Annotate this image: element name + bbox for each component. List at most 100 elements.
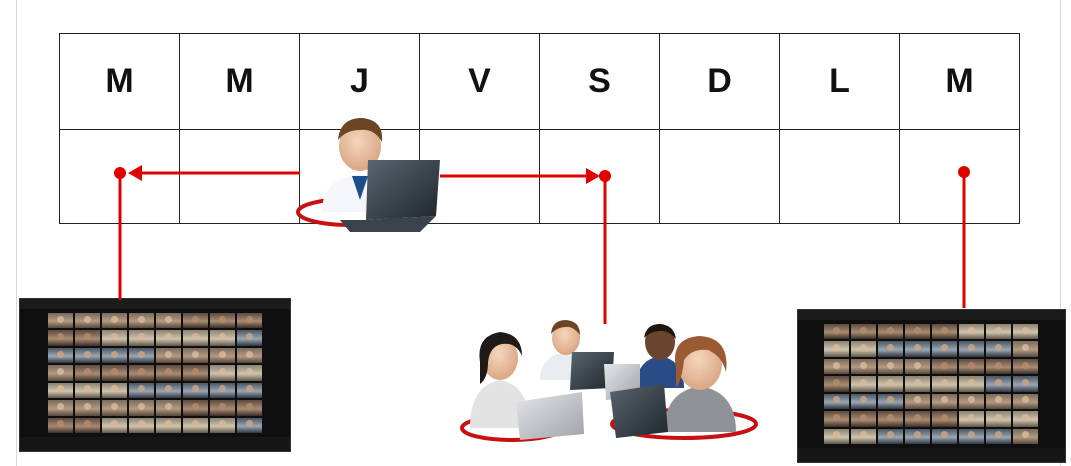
participant-video-tile bbox=[75, 382, 100, 399]
day-header-cell: M bbox=[900, 34, 1020, 130]
participant-video-tile bbox=[851, 324, 876, 340]
participant-video-tile bbox=[210, 382, 235, 399]
participant-video-tile bbox=[986, 411, 1011, 427]
participant-video-tile bbox=[237, 347, 262, 364]
connector-lines bbox=[114, 165, 970, 324]
participant-video-tile bbox=[156, 400, 181, 416]
participant-video-tile bbox=[932, 341, 957, 357]
participant-video-tile bbox=[237, 365, 262, 381]
participant-video-tile bbox=[210, 330, 235, 346]
participant-video-tile bbox=[102, 417, 127, 433]
schedule-slot-cell bbox=[180, 130, 300, 224]
participant-video-tile bbox=[932, 393, 957, 410]
participant-video-tile bbox=[183, 382, 208, 399]
participant-video-tile bbox=[129, 417, 154, 433]
participant-video-tile bbox=[851, 358, 876, 375]
participant-video-tile bbox=[905, 341, 930, 357]
group-with-laptops-icon bbox=[460, 320, 758, 442]
participant-video-tile bbox=[48, 313, 73, 329]
day-label: S bbox=[588, 62, 611, 100]
participant-video-tile bbox=[959, 376, 984, 392]
participant-video-tile bbox=[905, 411, 930, 427]
participant-video-tile bbox=[878, 393, 903, 410]
participant-video-tile bbox=[824, 393, 849, 410]
participant-video-tile bbox=[878, 376, 903, 392]
participant-video-tile bbox=[210, 347, 235, 364]
participant-video-tile bbox=[905, 324, 930, 340]
participant-video-tile bbox=[102, 347, 127, 364]
participant-video-tile bbox=[878, 358, 903, 375]
schedule-slot-cell bbox=[540, 130, 660, 224]
participant-video-tile bbox=[102, 365, 127, 381]
day-header-cell: M bbox=[60, 34, 180, 130]
participant-video-tile bbox=[129, 330, 154, 346]
participant-video-tile bbox=[183, 400, 208, 416]
participant-video-tile bbox=[905, 428, 930, 444]
participant-video-grid bbox=[824, 324, 1038, 444]
participant-video-tile bbox=[210, 313, 235, 329]
participant-video-tile bbox=[878, 428, 903, 444]
participant-video-tile bbox=[102, 382, 127, 399]
participant-video-tile bbox=[75, 347, 100, 364]
participant-video-tile bbox=[1013, 393, 1038, 410]
participant-video-tile bbox=[237, 400, 262, 416]
participant-video-tile bbox=[824, 428, 849, 444]
participant-video-tile bbox=[932, 411, 957, 427]
participant-video-tile bbox=[878, 341, 903, 357]
arrow-left-head bbox=[128, 165, 142, 181]
participant-video-tile bbox=[1013, 428, 1038, 444]
participant-video-tile bbox=[237, 382, 262, 399]
participant-video-tile bbox=[824, 324, 849, 340]
participant-video-tile bbox=[824, 411, 849, 427]
weekday-schedule-table: M M J V S D L M bbox=[59, 33, 1020, 224]
participant-video-tile bbox=[75, 400, 100, 416]
day-label: M bbox=[105, 62, 134, 100]
left-video-call-screen bbox=[19, 298, 291, 452]
participant-video-tile bbox=[48, 417, 73, 433]
participant-video-tile bbox=[932, 428, 957, 444]
meeting-control-bar bbox=[798, 448, 1065, 462]
day-label: L bbox=[829, 62, 850, 100]
participant-video-tile bbox=[932, 358, 957, 375]
participant-video-tile bbox=[48, 365, 73, 381]
screen-title-bar bbox=[798, 310, 1065, 320]
participant-video-tile bbox=[959, 428, 984, 444]
participant-video-tile bbox=[183, 365, 208, 381]
participant-video-tile bbox=[183, 313, 208, 329]
screen-title-bar bbox=[20, 299, 290, 309]
participant-video-tile bbox=[156, 417, 181, 433]
day-header-cell: M bbox=[180, 34, 300, 130]
participant-video-tile bbox=[48, 347, 73, 364]
participant-video-tile bbox=[156, 365, 181, 381]
participant-video-tile bbox=[986, 341, 1011, 357]
participant-video-tile bbox=[237, 417, 262, 433]
day-label: V bbox=[468, 62, 491, 100]
day-label: D bbox=[707, 62, 732, 100]
participant-video-tile bbox=[129, 400, 154, 416]
participant-video-tile bbox=[824, 376, 849, 392]
participant-video-tile bbox=[851, 393, 876, 410]
participant-video-tile bbox=[905, 376, 930, 392]
day-header-cell: S bbox=[540, 34, 660, 130]
participant-video-tile bbox=[905, 393, 930, 410]
presenter-with-laptop-icon bbox=[296, 118, 440, 232]
participant-video-tile bbox=[210, 365, 235, 381]
arrow-right-head bbox=[586, 168, 600, 184]
participant-video-tile bbox=[75, 313, 100, 329]
participant-video-tile bbox=[878, 411, 903, 427]
participant-video-grid bbox=[48, 313, 262, 433]
participant-video-tile bbox=[959, 341, 984, 357]
participant-video-tile bbox=[1013, 376, 1038, 392]
participant-video-tile bbox=[75, 417, 100, 433]
meeting-control-bar bbox=[20, 437, 290, 451]
participant-video-tile bbox=[102, 330, 127, 346]
participant-video-tile bbox=[183, 347, 208, 364]
participant-video-tile bbox=[1013, 324, 1038, 340]
participant-video-tile bbox=[75, 330, 100, 346]
participant-video-tile bbox=[878, 324, 903, 340]
participant-video-tile bbox=[986, 376, 1011, 392]
participant-video-tile bbox=[75, 365, 100, 381]
day-header-cell: L bbox=[780, 34, 900, 130]
participant-video-tile bbox=[824, 341, 849, 357]
participant-video-tile bbox=[129, 347, 154, 364]
